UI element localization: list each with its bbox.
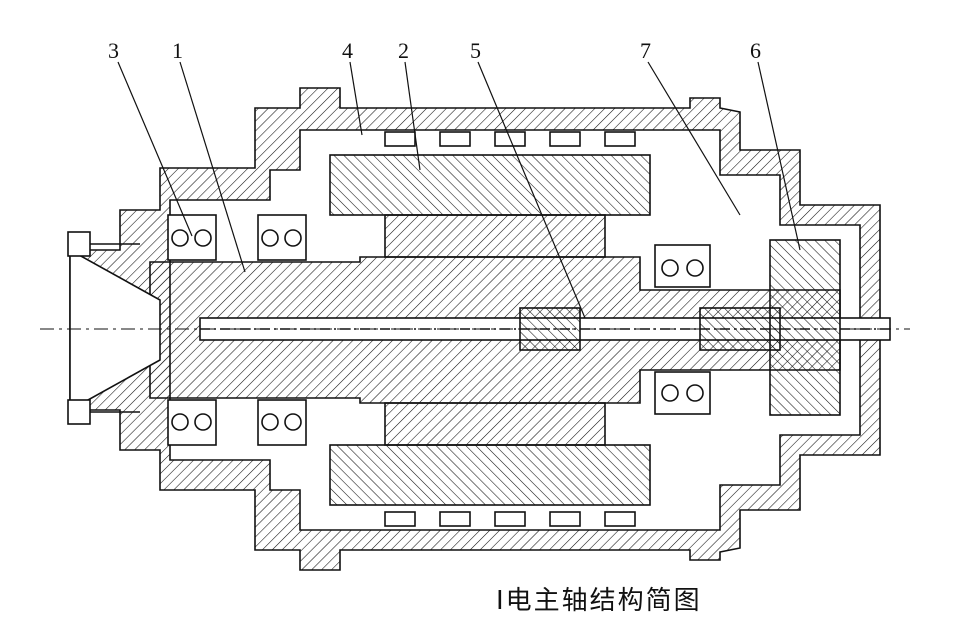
stator-bottom [329,444,651,506]
callout-2: 2 [398,38,409,63]
cooling-slots-top [384,131,636,147]
callout-7: 7 [640,38,651,63]
rotor-bottom [384,402,606,446]
tool-taper [69,248,161,412]
callout-5: 5 [470,38,481,63]
encoder-unit [769,239,841,416]
cooling-slots-bottom [384,511,636,527]
leader-lines [117,61,801,319]
callout-labels: 3 1 4 2 5 7 6 [108,38,761,63]
callout-4: 4 [342,38,353,63]
stator-top [329,154,651,216]
callout-1: 1 [172,38,183,63]
callout-6: 6 [750,38,761,63]
front-bearings-bottom [167,399,307,446]
callout-3: 3 [108,38,119,63]
front-bearings-top [167,214,307,261]
rear-bearings [654,244,711,415]
front-bolts [67,231,140,425]
diagram-caption: I电主轴结构简图 [496,586,702,616]
rotor-top [384,214,606,258]
